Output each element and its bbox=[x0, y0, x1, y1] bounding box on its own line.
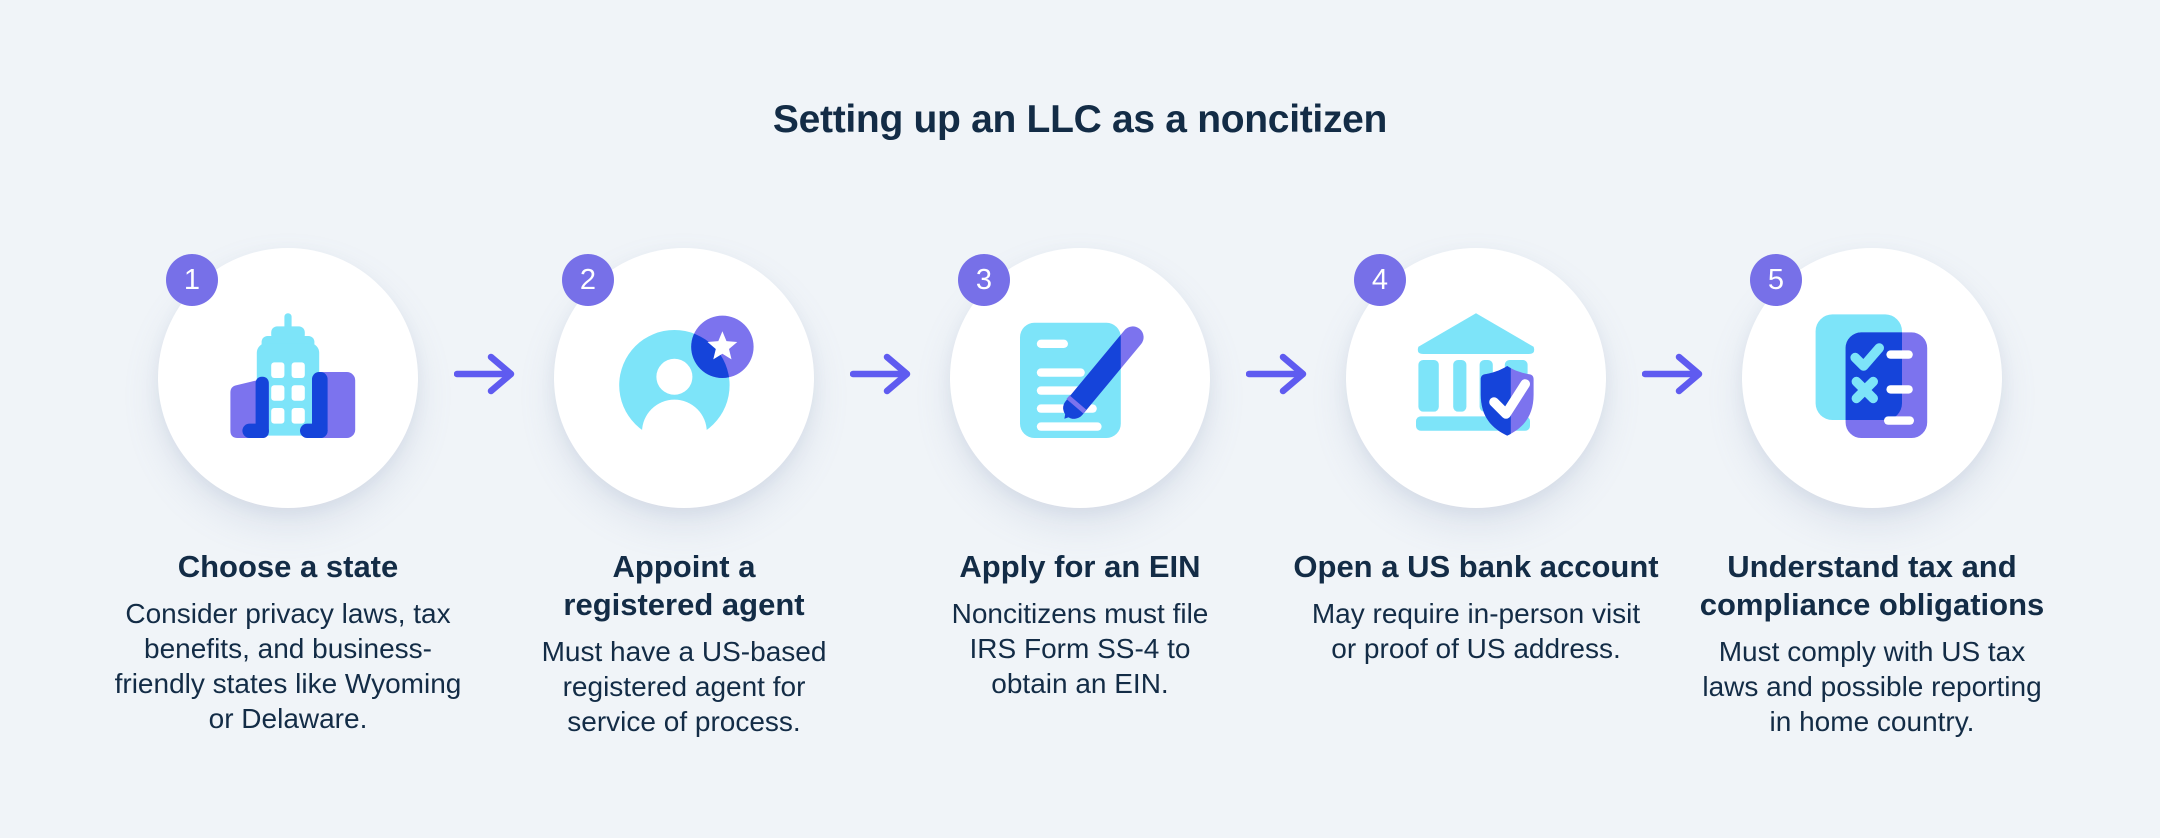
step-heading: Apply for an EIN bbox=[959, 549, 1201, 584]
step-number-badge: 5 bbox=[1750, 254, 1802, 306]
step-number-badge: 2 bbox=[562, 254, 614, 306]
step-tax-compliance: 5 Understand tax and compliance obligati… bbox=[1674, 248, 2070, 739]
step-circle: 2 bbox=[554, 248, 814, 508]
step-number-badge: 3 bbox=[958, 254, 1010, 306]
registered-agent-icon bbox=[619, 315, 754, 450]
step-number-badge: 1 bbox=[166, 254, 218, 306]
form-pen-icon bbox=[1020, 322, 1144, 438]
step-circle: 3 bbox=[950, 248, 1210, 508]
step-circle: 4 bbox=[1346, 248, 1606, 508]
step-description: Consider privacy laws, tax benefits, and… bbox=[114, 598, 462, 734]
step-description: Must comply with US tax laws and possibl… bbox=[1702, 636, 2042, 737]
step-heading: Choose a state bbox=[177, 549, 399, 584]
checklist-icon bbox=[1815, 314, 1928, 438]
step-bank-account: 4 Open a US bank account May require in-… bbox=[1278, 248, 1674, 739]
step-choose-state: 1 bbox=[90, 248, 486, 739]
bank-shield-icon bbox=[1416, 313, 1535, 436]
steps-row: 1 bbox=[90, 248, 2070, 739]
step-heading: Appoint a registered agent bbox=[563, 549, 805, 622]
page-title: Setting up an LLC as a noncitizen bbox=[772, 98, 1388, 141]
step-registered-agent: 2 Appoint a registered agent Must have a… bbox=[486, 248, 882, 739]
arrow-right-icon bbox=[850, 352, 914, 396]
city-buildings-icon bbox=[230, 313, 356, 438]
step-description: Noncitizens must file IRS Form SS-4 to o… bbox=[951, 598, 1209, 699]
step-number-badge: 4 bbox=[1354, 254, 1406, 306]
arrow-right-icon bbox=[1246, 352, 1310, 396]
step-circle: 1 bbox=[158, 248, 418, 508]
step-heading: Open a US bank account bbox=[1293, 549, 1659, 584]
step-circle: 5 bbox=[1742, 248, 2002, 508]
arrow-right-icon bbox=[1642, 352, 1706, 396]
step-description: Must have a US-based registered agent fo… bbox=[541, 636, 827, 737]
step-description: May require in-person visit or proof of … bbox=[1311, 598, 1641, 664]
arrow-right-icon bbox=[454, 352, 518, 396]
step-heading: Understand tax and compliance obligation… bbox=[1699, 549, 2045, 622]
step-apply-ein: 3 Apply for an EIN Noncitizens must file… bbox=[882, 248, 1278, 739]
